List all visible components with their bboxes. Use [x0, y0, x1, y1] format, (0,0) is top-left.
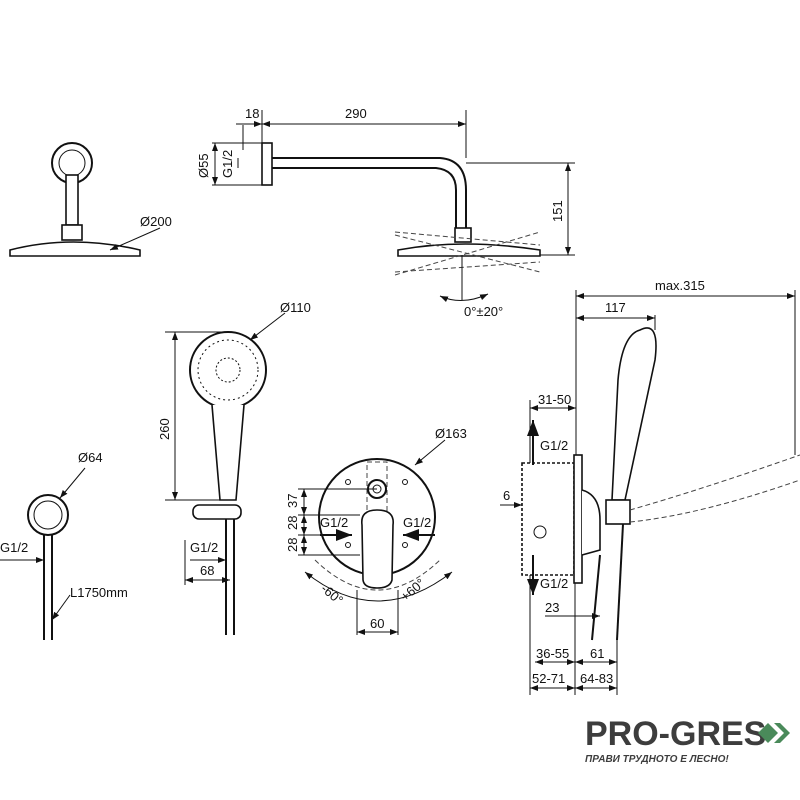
overhead-shower-side: 0°±20° 18 290 Ø55 G1/2 151 [196, 106, 575, 319]
projection-label: 117 [605, 300, 626, 315]
dim-c-label: 52-71 [532, 671, 565, 686]
angle-right-label: +60° [397, 575, 428, 604]
logo-chevron-icon [774, 723, 790, 743]
angle-left-label: -60° [318, 581, 346, 608]
brand-slogan: ПРАВИ ТРУДНОТО Е ЛЕСНО! [585, 754, 729, 765]
mixer-thread-right-label: G1/2 [403, 515, 431, 530]
flange-diameter-label: Ø55 [196, 153, 211, 178]
logo-diamond-icon [758, 723, 778, 743]
hand-head-diameter-label: Ø110 [280, 300, 311, 315]
tilt-angle-label: 0°±20° [464, 304, 503, 319]
outlet-elbow: Ø64 G1/2 L1750mm [0, 450, 128, 640]
overhead-shower-front: Ø200 [9, 142, 172, 257]
arm-thread-label: G1/2 [220, 150, 235, 178]
elbow-thread-label: G1/2 [0, 540, 28, 555]
dim-b-label: 61 [590, 646, 604, 661]
height-label: 151 [550, 200, 565, 222]
elbow-diameter-label: Ø64 [78, 450, 103, 465]
plate-diameter-label: Ø163 [435, 426, 467, 441]
brand-logo-text: PRO-GRES [585, 715, 766, 753]
max-projection-label: max.315 [655, 278, 705, 293]
hand-thread-label: G1/2 [190, 540, 218, 555]
side-thread-bottom-label: G1/2 [540, 576, 568, 591]
wall-dim-label: 6 [503, 488, 510, 503]
hand-length-label: 260 [157, 418, 172, 440]
hose-length-label: L1750mm [70, 585, 128, 600]
bracket-dim-label: 68 [200, 563, 214, 578]
dim-a-label: 36-55 [536, 646, 569, 661]
dim-23-label: 23 [545, 600, 559, 615]
hand-shower: Ø110 260 G1/2 68 [157, 300, 311, 635]
side-view: max.315 117 31-50 G1/2 G1/2 6 23 36-55 6… [500, 278, 800, 695]
dim-37-label: 37 [285, 494, 300, 508]
install-depth-label: 31-50 [538, 392, 571, 407]
mixer-thread-left-label: G1/2 [320, 515, 348, 530]
arm-length-label: 290 [345, 106, 367, 121]
dim-28-bottom-label: 28 [285, 538, 300, 552]
dim-28-mid-label: 28 [285, 516, 300, 530]
pro-gres-watermark: PRO-GRES ПРАВИ ТРУДНОТО Е ЛЕСНО! [585, 715, 790, 765]
flange-width-label: 18 [245, 106, 259, 121]
head-diameter-label: Ø200 [140, 214, 172, 229]
side-thread-top-label: G1/2 [540, 438, 568, 453]
lever-width-label: 60 [370, 616, 384, 631]
dim-d-label: 64-83 [580, 671, 613, 686]
mixer-front: -60° +60° Ø163 37 28 28 G1/2 G1/2 60 [285, 426, 467, 635]
